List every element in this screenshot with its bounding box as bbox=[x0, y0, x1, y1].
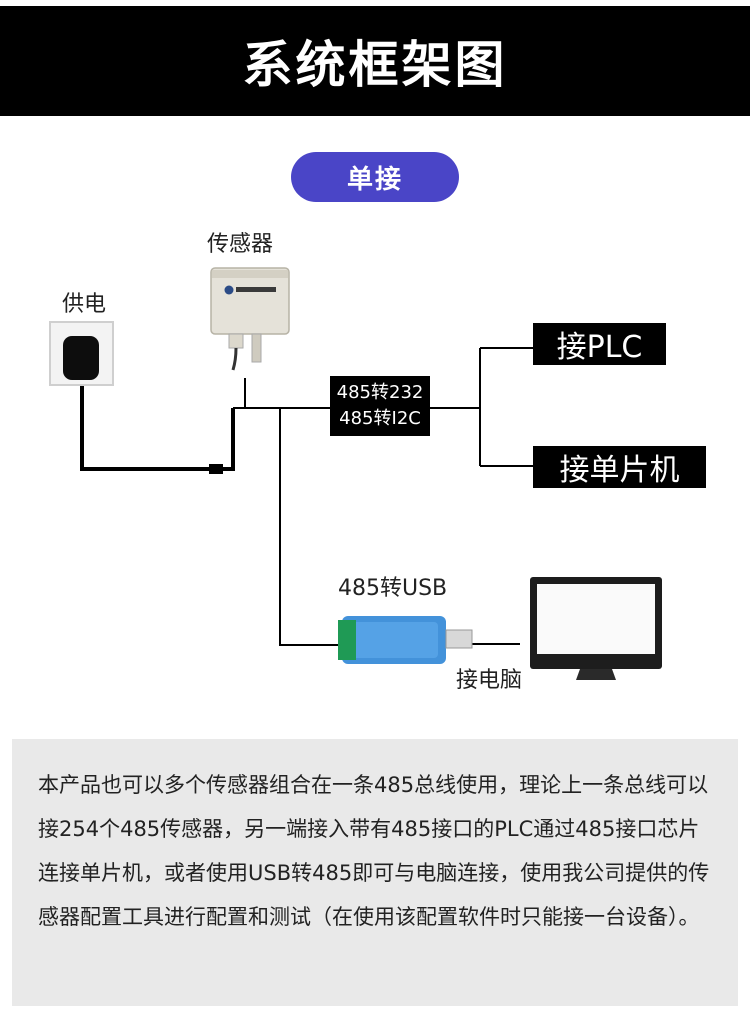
description-panel: 本产品也可以多个传感器组合在一条485总线使用，理论上一条总线可以接254个48… bbox=[12, 739, 738, 1006]
converter-line-i2c: 485转I2C bbox=[339, 408, 421, 429]
mcu-box: 接单片机 bbox=[533, 446, 706, 488]
power-cable bbox=[80, 370, 235, 471]
page-title: 系统框架图 bbox=[242, 36, 508, 94]
sensor-label: 传感器 bbox=[207, 232, 274, 257]
plc-box: 接PLC bbox=[533, 323, 666, 365]
converter-line-232: 485转232 bbox=[336, 382, 424, 403]
power-label: 供电 bbox=[62, 292, 107, 317]
usb-converter-icon bbox=[338, 616, 473, 664]
wiring-diagram bbox=[49, 267, 662, 680]
mode-badge: 单接 bbox=[291, 152, 459, 202]
usb-converter-label: 485转USB bbox=[338, 576, 448, 601]
sensor-device-icon bbox=[210, 267, 290, 371]
converter-box: 485转232 485转I2C bbox=[330, 376, 430, 436]
power-socket-icon bbox=[49, 321, 114, 386]
computer-label: 接电脑 bbox=[456, 668, 523, 693]
usb-branch-line bbox=[279, 408, 342, 646]
monitor-icon bbox=[530, 577, 662, 680]
cable-connector bbox=[209, 464, 223, 474]
description-text: 本产品也可以多个传感器组合在一条485总线使用，理论上一条总线可以接254个48… bbox=[38, 773, 710, 929]
header-banner: 系统框架图 bbox=[0, 6, 750, 116]
